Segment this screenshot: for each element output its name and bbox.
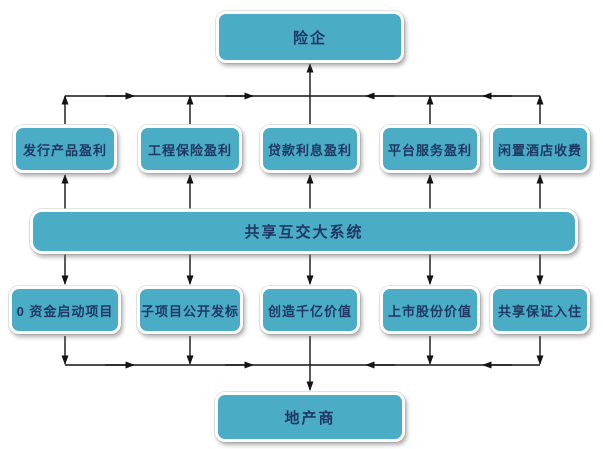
node-profit-engineering-insurance: 工程保险盈利 [138,125,242,173]
node-shared-interaction-system: 共享互交大系统 [30,209,578,254]
node-create-value: 创造千亿价值 [260,286,360,334]
node-subproject-open-bidding: 子项目公开发标 [137,286,243,334]
node-profit-product-issue: 发行产品盈利 [13,125,117,173]
node-listed-share-value: 上市股份价值 [380,286,480,334]
node-profit-platform-service: 平台服务盈利 [380,125,480,173]
node-zero-capital-project: 0 资金启动项目 [9,286,121,334]
node-shared-guaranteed-occupancy: 共享保证入住 [490,286,590,334]
node-property-developer: 地产商 [215,392,405,442]
node-profit-loan-interest: 贷款利息盈利 [260,125,360,173]
node-profit-idle-hotel-fee: 闲置酒店收费 [490,125,590,173]
node-insurance-company: 险企 [216,11,404,63]
